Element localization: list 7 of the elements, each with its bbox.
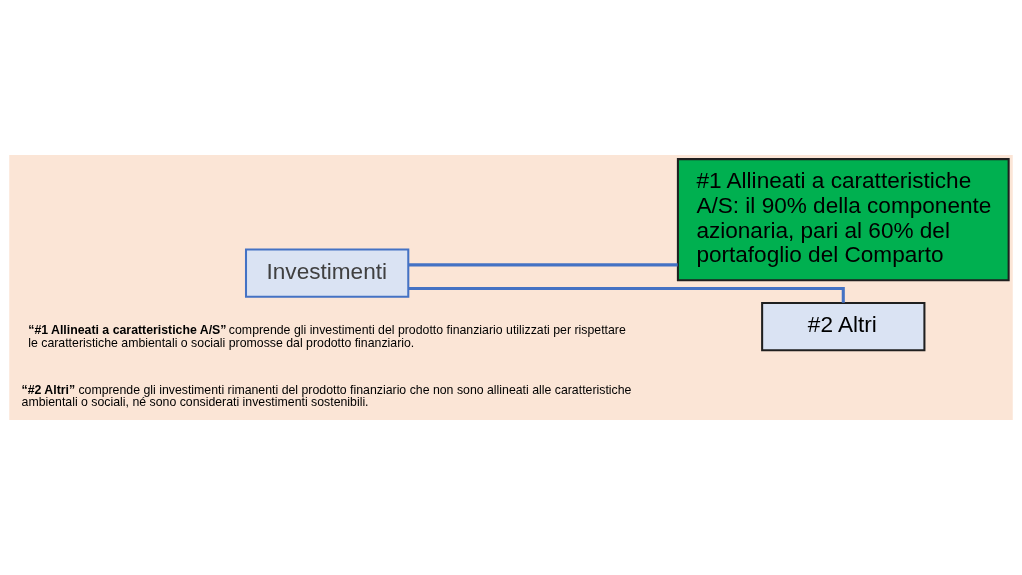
- connector: [408, 287, 845, 303]
- connector: [408, 263, 678, 267]
- node-box: #2 Altri: [761, 301, 926, 352]
- label: “#1 Allineati a caratteristiche A/S” comprende gli investimenti del prodotto finanziario utilizzati per rispettare le caratteristiche ambientali o sociali promosse dal prodotto finanziario.: [28, 323, 626, 350]
- label: “#2 Altri” comprende gli investimenti rimanenti del prodotto finanziario che non sono allineati alle caratteristiche ambientali o sociali, né sono considerati investimenti sostenibili.: [21, 382, 632, 410]
- node-box: #1 Allineati a caratteristiche A/S: il 90% della componente azionaria, pari al 60% del portafoglio del Comparto: [676, 158, 1010, 282]
- node-box: Investimenti: [244, 248, 410, 298]
